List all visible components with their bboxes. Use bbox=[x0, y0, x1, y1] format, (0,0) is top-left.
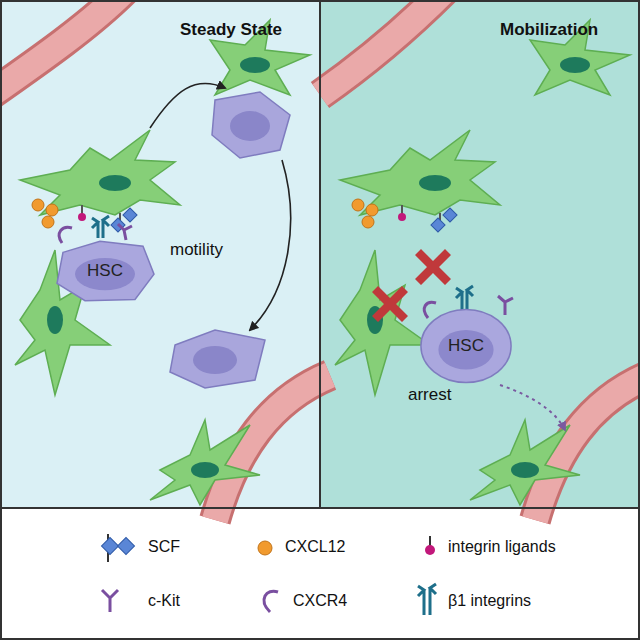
hsc-cell: HSC bbox=[420, 308, 512, 384]
legend-text: c-Kit bbox=[148, 592, 180, 610]
legend-icons bbox=[102, 534, 436, 615]
cell-label: HSC bbox=[448, 336, 484, 356]
legend-text: SCF bbox=[148, 538, 180, 556]
cell-label: HSC bbox=[87, 261, 123, 281]
legend-text: β1 integrins bbox=[448, 592, 531, 610]
receptors bbox=[59, 216, 132, 243]
process-label: arrest bbox=[408, 385, 451, 405]
hsc-cell: HSC bbox=[55, 240, 155, 302]
divider bbox=[319, 0, 321, 508]
divider bbox=[0, 507, 640, 509]
stromal-cell bbox=[15, 20, 630, 505]
motility-arrow bbox=[250, 160, 291, 330]
block-cross bbox=[372, 249, 451, 322]
panel: Steady StateHSC bbox=[0, 0, 320, 508]
blood-vessel bbox=[0, 0, 640, 520]
panel-title: Steady State bbox=[180, 20, 282, 40]
egress-arrow bbox=[500, 385, 565, 430]
motility-arrow bbox=[150, 83, 225, 128]
legend-text: CXCR4 bbox=[293, 592, 347, 610]
legend-text: integrin ligands bbox=[448, 538, 556, 556]
migrating-cell bbox=[170, 92, 290, 388]
process-label: motility bbox=[170, 240, 223, 260]
ligands bbox=[32, 199, 457, 232]
nucleus bbox=[47, 57, 590, 478]
panel-title: Mobilization bbox=[500, 20, 598, 40]
legend-text: CXCL12 bbox=[285, 538, 345, 556]
panel: MobilizationHSC bbox=[320, 0, 640, 508]
